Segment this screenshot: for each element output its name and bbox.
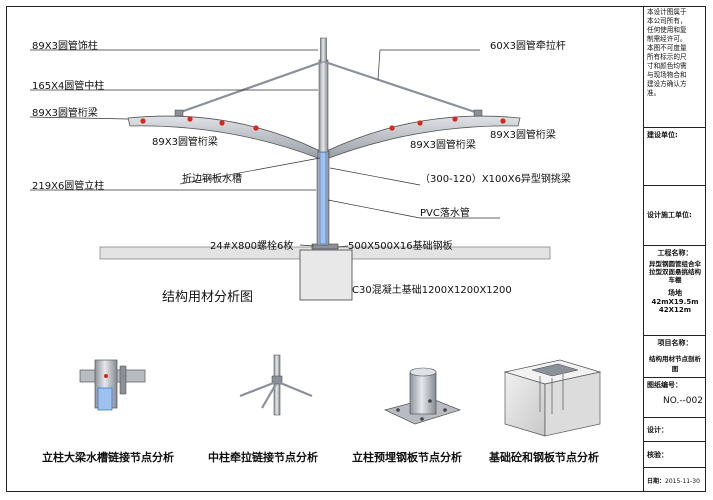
leader-lines: [29, 49, 500, 248]
detail-caption-2: 中柱牵拉链接节点分析: [208, 451, 318, 464]
bolt-dot: [187, 116, 193, 122]
builder-field: 建设单位:: [644, 128, 706, 186]
tie-rod-right: [324, 60, 479, 115]
decor-column: [320, 37, 327, 63]
detail-concrete-base-plate: [503, 359, 602, 437]
bolt-dot: [452, 116, 458, 122]
label-decor-column: 89X3圆管饰柱: [32, 41, 98, 52]
label-drain-pipe: PVC落水管: [420, 208, 470, 219]
drawing-number: NO.--002: [663, 396, 703, 406]
label-purlin-right: 89X3圆管桁梁: [490, 130, 556, 141]
bolt-dot: [219, 120, 225, 126]
label-purlin-mid-right: 89X3圆管桁梁: [410, 140, 476, 151]
diagram-title: 结构用材分析图: [162, 290, 254, 305]
item-field: 项目名称： 结构用材节点剖析图: [644, 336, 706, 378]
label-anchor-bolts: 24#X800螺栓6枚: [210, 241, 294, 252]
detail-caption-1: 立柱大梁水槽链接节点分析: [42, 451, 174, 464]
project-name: 异型钢圆管组合伞拉型双面悬挑结构车棚: [649, 260, 701, 284]
label-main-column: 219X6圆管立柱: [32, 181, 105, 192]
detail-column-embed-plate: [383, 367, 462, 425]
label-base-plate: 500X500X16基础钢板: [348, 241, 453, 252]
design-field: 设计：: [644, 418, 706, 442]
detail-column-beam-gutter: [79, 359, 146, 411]
purlin-right-1: [473, 109, 483, 117]
contractor-field: 设计施工单位:: [644, 186, 706, 246]
detail-caption-3: 立柱预埋钢板节点分析: [352, 451, 462, 464]
detail-middle-column-tie: [239, 354, 313, 416]
tie-rod-left: [177, 60, 323, 115]
label-concrete-base: C30混凝土基础1200X1200X1200: [352, 285, 512, 296]
purlin-left-1: [174, 109, 184, 117]
detail-caption-4: 基础砼和钢板节点分析: [489, 451, 599, 464]
date-field: 日期：2015-11-30: [644, 468, 706, 492]
bolt-dot: [253, 125, 259, 131]
label-cantilever-beam: （300-120）X100X6异型钢挑梁: [420, 174, 571, 185]
drawing-frame: [6, 6, 706, 492]
copyright-notice: 本设计图属于 本公司所有， 任何使用和复 制需经许可。 本图不可度量 所有标示的…: [644, 6, 706, 128]
label-purlin-mid-left: 89X3圆管桁梁: [152, 137, 218, 148]
bolt-dot: [500, 118, 506, 124]
label-middle-column: 165X4圆管中柱: [32, 81, 105, 92]
bolt-dot: [417, 120, 423, 126]
bolt-dot: [389, 125, 395, 131]
drawing-number-field: 图纸编号： NO.--002: [644, 378, 706, 418]
bolt-dot: [140, 118, 146, 124]
label-tie-rod: 60X3圆管牵拉杆: [490, 41, 566, 52]
project-field: 工程名称： 异型钢圆管组合伞拉型双面悬挑结构车棚 场地42mX19.5m 42X…: [644, 246, 706, 336]
title-block: 本设计图属于 本公司所有， 任何使用和复 制需经许可。 本图不可度量 所有标示的…: [643, 6, 706, 492]
label-purlin-left: 89X3圆管桁梁: [32, 108, 98, 119]
cantilever-beam-left: [127, 115, 319, 159]
review-field: 核验：: [644, 442, 706, 468]
label-gutter: 折边钢板水槽: [182, 174, 242, 185]
cantilever-beam-right: [328, 115, 521, 159]
concrete-foundation: [299, 249, 353, 301]
